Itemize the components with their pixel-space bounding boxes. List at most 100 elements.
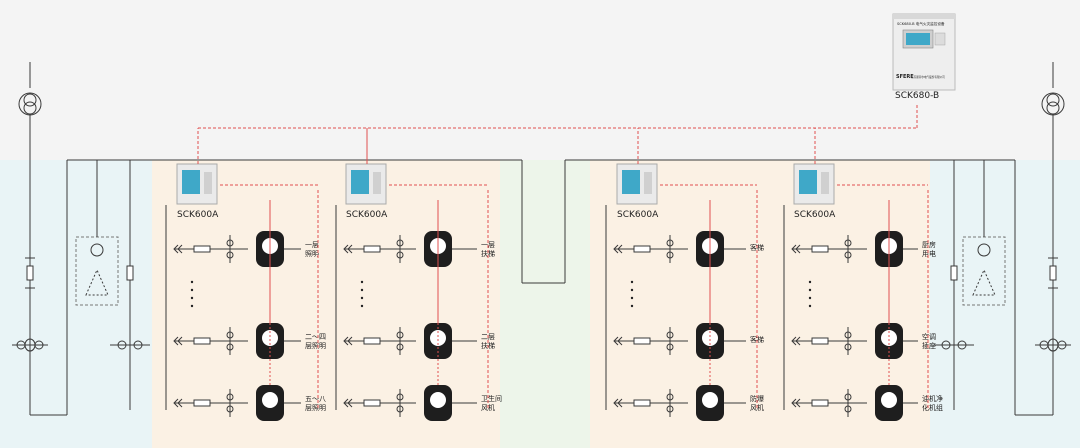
meter-panel	[821, 172, 829, 194]
meter-4[interactable]	[793, 163, 835, 205]
ellipsis-dot	[190, 288, 194, 292]
transformer-coil	[1046, 93, 1060, 107]
meter-screen	[182, 170, 200, 194]
meter-panel	[204, 172, 212, 194]
ellipsis-dot	[808, 288, 812, 292]
meter-label: SCK600A	[346, 210, 388, 220]
fuse-icon	[193, 399, 211, 407]
meter-screen	[799, 170, 817, 194]
generator-triangle	[85, 268, 109, 296]
ellipsis-dot	[360, 288, 364, 292]
switch-contact	[844, 251, 852, 259]
ct-hole	[430, 392, 446, 408]
ellipsis-dot	[190, 280, 194, 284]
ellipsis-dot	[808, 296, 812, 300]
ct-hole	[430, 330, 446, 346]
ellipsis-dot	[630, 304, 634, 308]
ct-hole	[702, 330, 718, 346]
switch-contact	[666, 239, 674, 247]
switch-contact	[396, 405, 404, 413]
load-label: 层照明	[305, 404, 326, 412]
meter-label: SCK600A	[177, 210, 219, 220]
load-label: 厨房	[922, 240, 936, 249]
generator-icon	[977, 243, 991, 257]
switch-contact	[666, 331, 674, 339]
load-label: 化机组	[922, 403, 943, 412]
meter-screen	[622, 170, 640, 194]
ellipsis-dot	[360, 304, 364, 308]
meter-label: SCK600A	[617, 210, 659, 220]
main-device-label: SCK680-B	[895, 91, 939, 101]
meter-3[interactable]	[616, 163, 658, 205]
ellipsis-dot	[808, 304, 812, 308]
main-monitoring-device[interactable]: SCK680-B 电气火灾监控设备 SFERE 江苏斯菲尔电气股份有限公司	[892, 13, 956, 91]
fuse-icon	[950, 265, 958, 281]
ct-hole	[881, 392, 897, 408]
load-label: 二～四	[305, 333, 326, 341]
zone-middle	[500, 160, 590, 448]
load-label: 扶梯	[481, 249, 495, 258]
switch-contact	[226, 343, 234, 351]
switch-contact	[396, 239, 404, 247]
ct-hole	[702, 392, 718, 408]
transformer-coil	[1046, 101, 1060, 115]
meter-1[interactable]	[176, 163, 218, 205]
switch-contact	[396, 393, 404, 401]
fuse-icon	[26, 265, 34, 281]
switch-contact	[666, 405, 674, 413]
transformer-icon	[1041, 92, 1065, 116]
switch-contact	[396, 331, 404, 339]
load-label: 五～八	[305, 395, 326, 403]
ellipsis-dot	[190, 304, 194, 308]
switch-contact	[844, 239, 852, 247]
device-footer-text: 江苏斯菲尔电气股份有限公司	[911, 75, 945, 79]
load-label: 层照明	[305, 342, 326, 350]
switch-contact	[844, 343, 852, 351]
fuse-icon	[633, 337, 651, 345]
transformer-icon	[18, 92, 42, 116]
zone-group-1	[152, 160, 317, 448]
ct-hole	[262, 330, 278, 346]
switch-contact	[666, 251, 674, 259]
switch-contact	[226, 331, 234, 339]
fuse-icon	[126, 265, 134, 281]
load-label: 油机净	[922, 394, 943, 403]
fuse-icon	[811, 245, 829, 253]
load-label: 用电	[922, 249, 936, 258]
switch-contact	[396, 343, 404, 351]
meter-label: SCK600A	[794, 210, 836, 220]
switch-contact	[666, 393, 674, 401]
fuse-icon	[633, 399, 651, 407]
fuse-icon	[193, 337, 211, 345]
ellipsis-dot	[360, 280, 364, 284]
zone-right	[930, 160, 1080, 448]
switch-contact	[666, 343, 674, 351]
load-label: 客梯	[750, 335, 764, 344]
fuse-icon	[633, 245, 651, 253]
meter-panel	[373, 172, 381, 194]
load-label: 一层	[305, 241, 319, 249]
fuse-icon	[363, 399, 381, 407]
fuse-icon	[811, 399, 829, 407]
ct-hole	[881, 330, 897, 346]
fuse-icon	[363, 245, 381, 253]
load-label: 照明	[305, 250, 319, 258]
switch-contact	[844, 393, 852, 401]
device-screen	[906, 33, 930, 45]
fuse-icon	[363, 337, 381, 345]
ellipsis-dot	[630, 288, 634, 292]
ellipsis-dot	[630, 280, 634, 284]
switch-contact	[844, 405, 852, 413]
zone-group-4	[770, 160, 930, 448]
load-label: 插座	[922, 341, 936, 350]
transformer-coil	[23, 93, 37, 107]
load-label: 卫生间	[481, 394, 502, 403]
fuse-icon	[1049, 265, 1057, 281]
ellipsis-dot	[360, 296, 364, 300]
fuse-icon	[811, 337, 829, 345]
meter-2[interactable]	[345, 163, 387, 205]
meter-screen	[351, 170, 369, 194]
ellipsis-dot	[190, 296, 194, 300]
